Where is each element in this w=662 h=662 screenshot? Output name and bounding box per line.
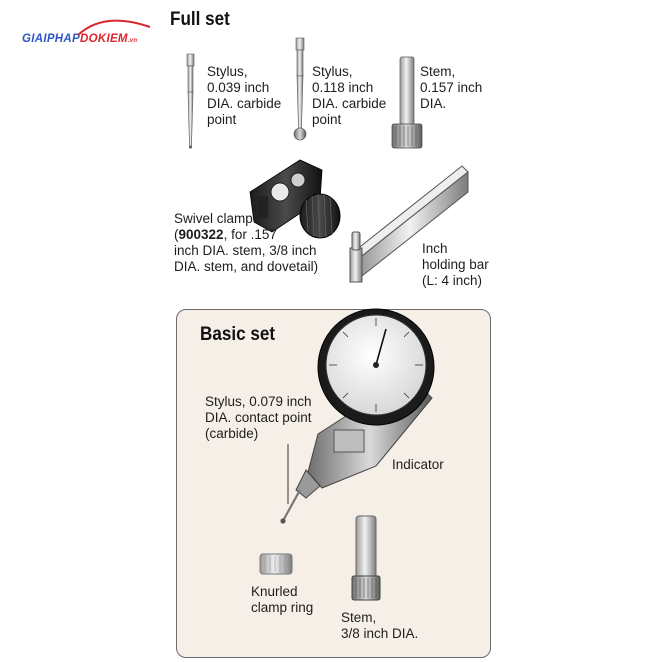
- clamp-ring-label: Knurled clamp ring: [251, 584, 314, 615]
- swoosh-icon: [77, 19, 151, 36]
- indicator-image: [280, 308, 435, 524]
- stylus-118-image: [293, 37, 307, 141]
- swivel-line1: Swivel clamp: [174, 211, 253, 226]
- swivel-rest: , for .157: [223, 227, 277, 242]
- swivel-clamp-label: Swivel clamp (900322, for .157 inch DIA.…: [174, 211, 318, 275]
- full-set-title: Full set: [170, 9, 230, 30]
- stylus-079-label: Stylus, 0.079 inch DIA. contact point (c…: [205, 394, 312, 441]
- stem-157-image: [391, 56, 423, 149]
- swivel-code: 900322: [178, 227, 224, 242]
- stem-157-label: Stem, 0.157 inch DIA.: [420, 64, 483, 111]
- stylus-118-label: Stylus, 0.118 inch DIA. carbide point: [312, 64, 387, 127]
- basic-set-title: Basic set: [200, 324, 276, 345]
- stylus-039-image: [186, 53, 195, 149]
- swivel-line4: DIA. stem, and dovetail): [174, 259, 319, 274]
- logo-part1: GIAIPHAP: [22, 33, 80, 45]
- holding-bar-label: Inch holding bar (L: 4 inch): [422, 241, 489, 288]
- stem-38-image: [351, 515, 381, 601]
- watermark-logo: GIAIPHAPDOKIEM.vn: [22, 19, 151, 45]
- holding-bar-image: [349, 165, 469, 283]
- stylus-039-label: Stylus, 0.039 inch DIA. carbide point: [207, 64, 282, 127]
- swivel-clamp-image: [249, 159, 341, 239]
- clamp-ring-image: [259, 553, 293, 575]
- stem-38-label: Stem, 3/8 inch DIA.: [341, 610, 419, 641]
- logo-suffix: .vn: [127, 38, 138, 44]
- swivel-open: (: [174, 227, 179, 242]
- swivel-line3: inch DIA. stem, 3/8 inch: [174, 243, 317, 258]
- logo-part2: DOKIEM: [80, 33, 128, 45]
- indicator-label: Indicator: [392, 457, 444, 472]
